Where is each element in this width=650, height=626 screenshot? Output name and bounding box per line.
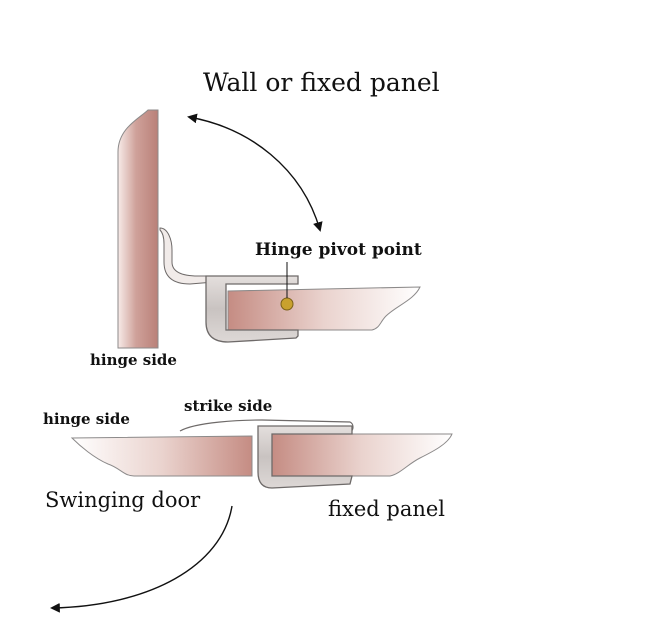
label-fixed-panel: fixed panel bbox=[328, 497, 446, 521]
swinging-door-glass bbox=[70, 435, 253, 477]
strike-side-line bbox=[179, 419, 354, 433]
hinge-pivot-marker bbox=[280, 297, 294, 311]
wall-panel bbox=[117, 109, 159, 349]
label-swinging-door: Swinging door bbox=[45, 488, 201, 512]
swing-arrow-bottom bbox=[50, 505, 233, 613]
label-hinge-side-bottom: hinge side bbox=[43, 410, 130, 428]
fixed-panel-glass bbox=[271, 433, 453, 477]
label-strike-side: strike side bbox=[184, 397, 273, 415]
top-door-glass bbox=[227, 286, 421, 331]
top-u-profile bbox=[205, 275, 299, 343]
swing-arrow-top bbox=[187, 113, 323, 232]
label-wall-or-fixed-panel: Wall or fixed panel bbox=[203, 68, 440, 97]
bottom-u-profile bbox=[257, 425, 353, 489]
label-hinge-pivot-point: Hinge pivot point bbox=[255, 240, 422, 260]
label-hinge-side-top: hinge side bbox=[90, 351, 177, 369]
